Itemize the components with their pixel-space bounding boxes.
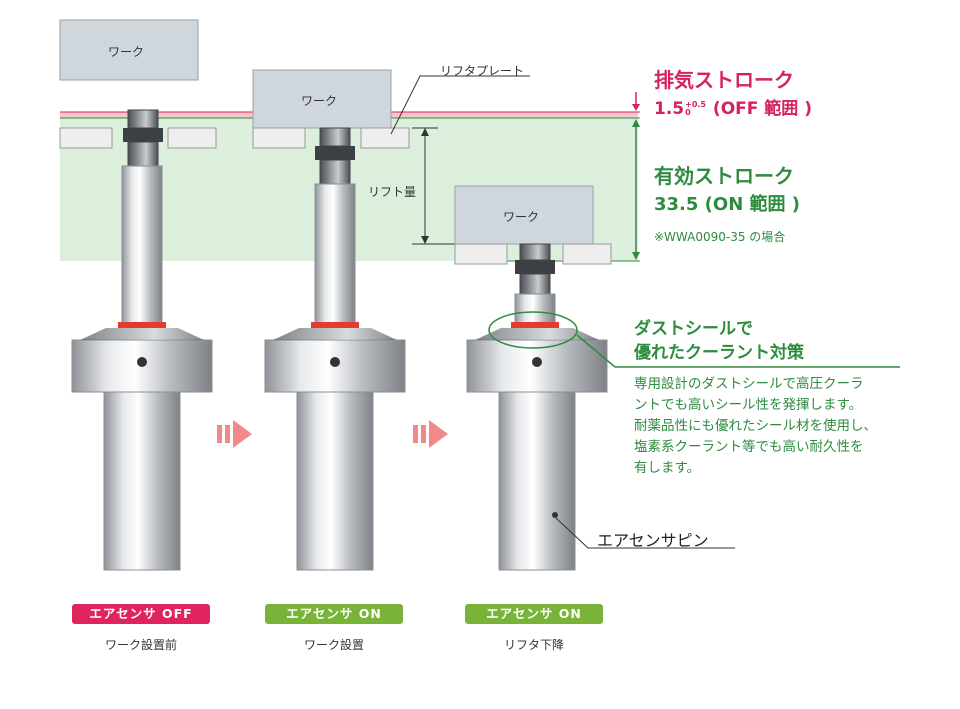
dust-seal-desc-line: 塩素系クーラント等でも高い耐久性を — [634, 439, 864, 455]
effective-arrow-head-top — [632, 119, 640, 127]
effective-stroke-value: 33.5 (ON 範囲 ) — [654, 194, 801, 215]
work-label-3: ワーク — [503, 210, 540, 224]
exhaust-arrow-head — [632, 104, 640, 111]
lift-amount-label: リフト量 — [368, 185, 417, 199]
unit-1 — [59, 19, 217, 571]
dust-seal-desc-line: 耐薬品性にも優れたシール材を使用し、 — [634, 418, 877, 434]
dust-seal-description: 専用設計のダストシールで高圧クーラ ントでも高いシール性を発揮します。 耐薬品性… — [634, 374, 877, 479]
state-caption-2: ワーク設置 — [303, 638, 364, 652]
air-sensor-pin-label: エアセンサピン — [597, 531, 709, 550]
work-block-1 — [59, 19, 199, 81]
transition-arrow-1 — [217, 420, 252, 448]
unit-2 — [252, 69, 530, 571]
lift-plate-1-right — [167, 127, 217, 149]
state-caption-1: ワーク設置前 — [104, 638, 177, 652]
effective-arrow-head-bottom — [632, 252, 640, 260]
state-badge-1: エアセンサ OFF — [72, 604, 210, 624]
exhaust-stroke-title: 排気ストローク — [654, 68, 794, 92]
work-block-3 — [454, 185, 594, 245]
dust-seal-desc-line: ントでも高いシール性を発揮します。 — [634, 397, 863, 413]
unit-3 — [454, 185, 900, 571]
dust-seal-title-1: ダストシールで — [634, 319, 753, 339]
work-label-2: ワーク — [301, 94, 338, 108]
state-badge-2: エアセンサ ON — [265, 604, 403, 624]
effective-stroke-note: ※WWA0090-35 の場合 — [654, 230, 786, 244]
lift-plate-label: リフタプレート — [440, 64, 525, 78]
work-label-1: ワーク — [108, 45, 145, 59]
dust-seal-title-2: 優れたクーラント対策 — [634, 343, 804, 363]
transition-arrow-2 — [413, 420, 448, 448]
dust-seal-desc-line: 専用設計のダストシールで高圧クーラ — [634, 376, 864, 392]
effective-stroke-title: 有効ストローク — [654, 164, 794, 188]
lift-plate-1-left — [59, 127, 113, 149]
state-badge-3: エアセンサ ON — [465, 604, 603, 624]
dust-seal-desc-line: 有します。 — [634, 460, 701, 476]
state-caption-3: リフタ下降 — [503, 638, 564, 652]
work-block-2 — [252, 69, 392, 129]
